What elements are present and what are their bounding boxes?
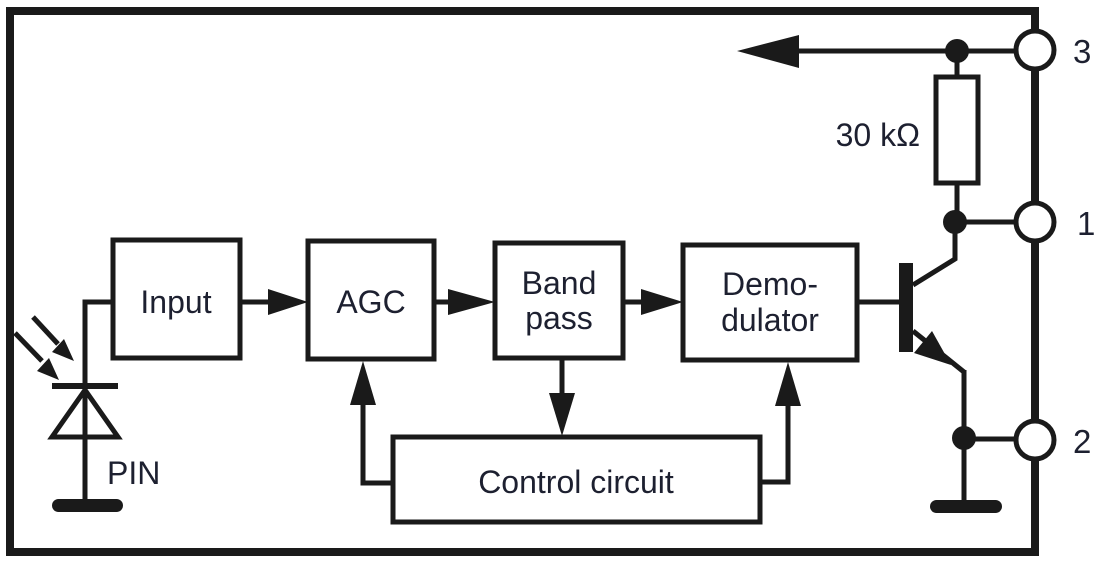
input-block: Input bbox=[110, 237, 243, 361]
arrow-bandpass-to-demodulator bbox=[623, 289, 683, 315]
arrow-agc-to-bandpass bbox=[434, 289, 495, 315]
device-boundary bbox=[6, 7, 1039, 556]
ground-icon-right bbox=[930, 438, 1002, 513]
pin-1-terminal bbox=[1013, 200, 1057, 244]
input-block-label: Input bbox=[140, 284, 211, 320]
pin-2-terminal bbox=[1013, 418, 1057, 462]
arrow-input-to-agc bbox=[240, 289, 308, 315]
output-arrow bbox=[737, 35, 957, 68]
control-circuit-label: Control circuit bbox=[478, 464, 674, 500]
control-circuit-block: Control circuit bbox=[390, 434, 763, 525]
demodulator-label-line1: Demo- bbox=[722, 266, 818, 302]
resistor-icon bbox=[933, 51, 981, 224]
light-arrows-icon bbox=[13, 315, 74, 380]
photodiode-label: PIN bbox=[107, 455, 160, 491]
pin-3-terminal bbox=[1013, 28, 1057, 72]
demodulator-block: Demo- dulator bbox=[680, 242, 860, 363]
ground-icon-left bbox=[52, 499, 123, 512]
demodulator-label-line2: dulator bbox=[721, 302, 819, 338]
agc-block-label: AGC bbox=[336, 284, 405, 320]
bandpass-label-line1: Band bbox=[522, 265, 597, 301]
bandpass-label-line2: pass bbox=[525, 300, 593, 336]
transistor-icon bbox=[857, 224, 967, 440]
pin-1-label: 1 bbox=[1077, 205, 1095, 242]
pin-2-label: 2 bbox=[1073, 423, 1091, 460]
resistor-label: 30 kΩ bbox=[836, 117, 920, 153]
arrow-bandpass-to-control bbox=[549, 358, 575, 436]
photodiode-icon bbox=[47, 299, 123, 512]
pin-3-label: 3 bbox=[1073, 33, 1091, 70]
arrow-control-to-agc bbox=[350, 361, 393, 486]
agc-block: AGC bbox=[305, 238, 437, 362]
junction-dot-middle bbox=[943, 210, 967, 234]
bandpass-block: Band pass bbox=[492, 240, 626, 361]
arrow-control-to-demodulator bbox=[760, 362, 801, 485]
